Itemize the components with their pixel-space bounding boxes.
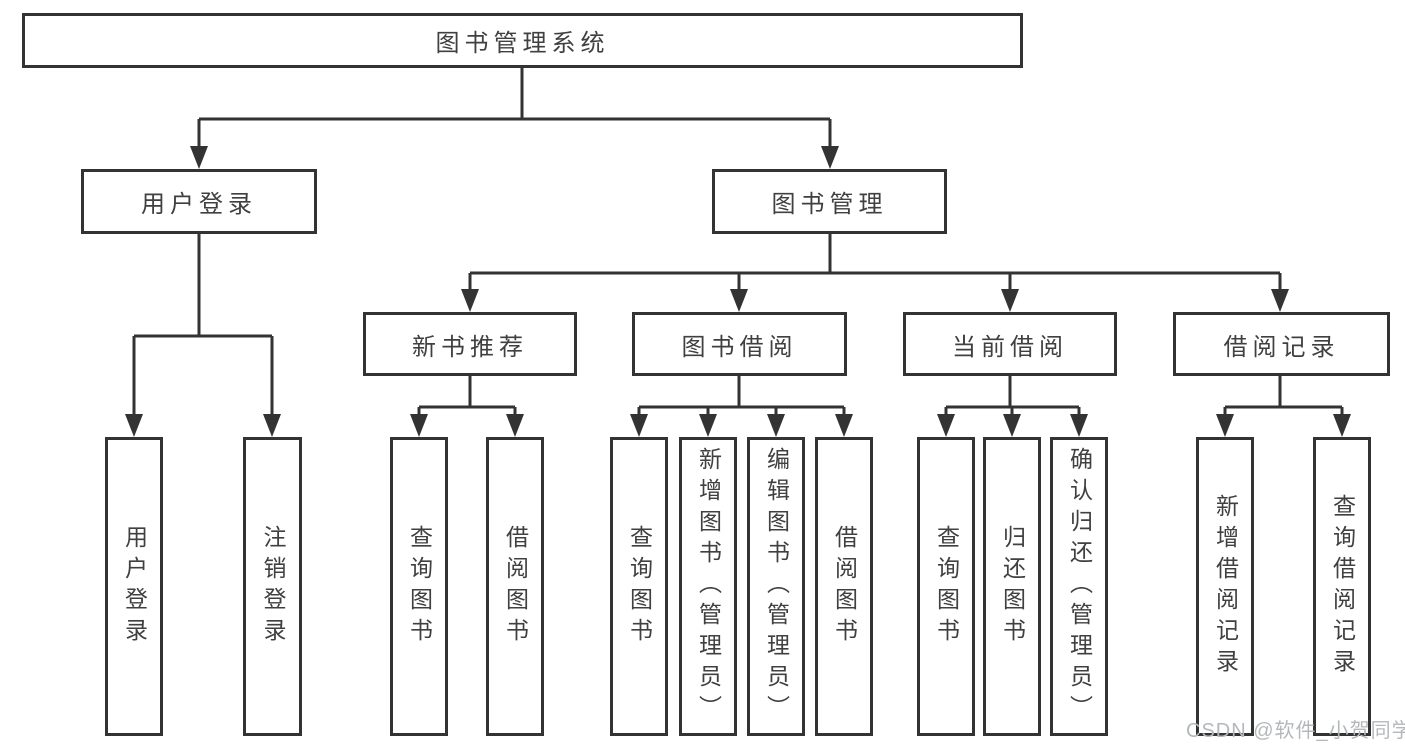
node-group-current-borrow-label: 当前借阅 bbox=[952, 333, 1068, 361]
arrowhead bbox=[1216, 414, 1234, 437]
node-group-new-books: 新书推荐 bbox=[363, 312, 577, 376]
node-group-current-borrow: 当前借阅 bbox=[903, 312, 1117, 376]
node-leaf-confirm-return-admin-label: 确认归还（管理员） bbox=[1066, 447, 1093, 726]
node-leaf-user-login-label: 用户登录 bbox=[121, 524, 148, 649]
arrowhead bbox=[263, 414, 281, 437]
node-leaf-query-books-1: 查询图书 bbox=[390, 437, 448, 736]
arrowhead bbox=[1070, 414, 1088, 437]
node-leaf-query-books-3-label: 查询图书 bbox=[933, 524, 960, 649]
node-group-borrow-records: 借阅记录 bbox=[1173, 312, 1390, 376]
node-leaf-query-borrow-record: 查询借阅记录 bbox=[1313, 437, 1371, 736]
arrowhead bbox=[1003, 414, 1021, 437]
arrowhead bbox=[190, 146, 208, 169]
node-book-mgmt-branch: 图书管理 bbox=[712, 169, 947, 234]
node-leaf-logout-label: 注销登录 bbox=[260, 524, 286, 649]
node-leaf-edit-book-admin: 编辑图书（管理员） bbox=[747, 437, 805, 736]
arrowhead bbox=[937, 414, 955, 437]
node-leaf-query-books-1-label: 查询图书 bbox=[406, 524, 433, 649]
node-leaf-borrow-books-2: 借阅图书 bbox=[815, 437, 873, 736]
node-leaf-user-login: 用户登录 bbox=[105, 437, 163, 736]
node-book-mgmt-branch-label: 图书管理 bbox=[771, 191, 888, 218]
node-leaf-add-borrow-record-label: 新增借阅记录 bbox=[1212, 493, 1239, 680]
node-leaf-borrow-books-2-label: 借阅图书 bbox=[831, 524, 858, 649]
node-group-borrow-records-label: 借阅记录 bbox=[1223, 333, 1340, 361]
node-user-login-branch-label: 用户登录 bbox=[141, 191, 257, 218]
arrowhead bbox=[410, 414, 428, 437]
watermark-text: CSDN @软件_小贺同学 bbox=[1186, 720, 1405, 742]
node-leaf-borrow-books-1: 借阅图书 bbox=[486, 437, 544, 736]
node-root-label: 图书管理系统 bbox=[435, 30, 610, 57]
arrowhead bbox=[730, 289, 748, 312]
node-leaf-add-borrow-record: 新增借阅记录 bbox=[1196, 437, 1254, 736]
node-leaf-return-book: 归还图书 bbox=[983, 437, 1041, 736]
arrowhead bbox=[767, 414, 785, 437]
arrowhead bbox=[1333, 414, 1351, 437]
node-leaf-add-book-admin: 新增图书（管理员） bbox=[679, 437, 737, 736]
node-group-book-borrow: 图书借阅 bbox=[632, 312, 847, 376]
node-leaf-confirm-return-admin: 确认归还（管理员） bbox=[1050, 437, 1108, 736]
arrowhead bbox=[461, 289, 479, 312]
node-group-new-books-label: 新书推荐 bbox=[412, 333, 528, 361]
node-leaf-add-book-admin-label: 新增图书（管理员） bbox=[695, 447, 722, 726]
node-leaf-edit-book-admin-label: 编辑图书（管理员） bbox=[763, 447, 790, 726]
node-leaf-query-books-2: 查询图书 bbox=[610, 437, 668, 736]
arrowhead bbox=[1271, 289, 1289, 312]
arrowhead bbox=[125, 414, 143, 437]
arrowhead bbox=[630, 414, 648, 437]
arrowhead bbox=[1001, 289, 1019, 312]
node-leaf-return-book-label: 归还图书 bbox=[999, 524, 1026, 649]
arrowhead bbox=[821, 146, 839, 169]
node-root: 图书管理系统 bbox=[22, 13, 1023, 68]
node-leaf-query-books-2-label: 查询图书 bbox=[626, 524, 653, 649]
node-leaf-query-books-3: 查询图书 bbox=[917, 437, 975, 736]
arrowhead bbox=[506, 414, 524, 437]
node-leaf-borrow-books-1-label: 借阅图书 bbox=[502, 524, 529, 649]
node-group-book-borrow-label: 图书借阅 bbox=[681, 333, 798, 361]
node-user-login-branch: 用户登录 bbox=[81, 169, 317, 234]
node-leaf-logout: 注销登录 bbox=[243, 437, 302, 736]
arrowhead bbox=[835, 414, 853, 437]
arrowhead bbox=[699, 414, 717, 437]
connector-paths bbox=[132, 68, 1344, 418]
node-leaf-query-borrow-record-label: 查询借阅记录 bbox=[1329, 493, 1356, 680]
